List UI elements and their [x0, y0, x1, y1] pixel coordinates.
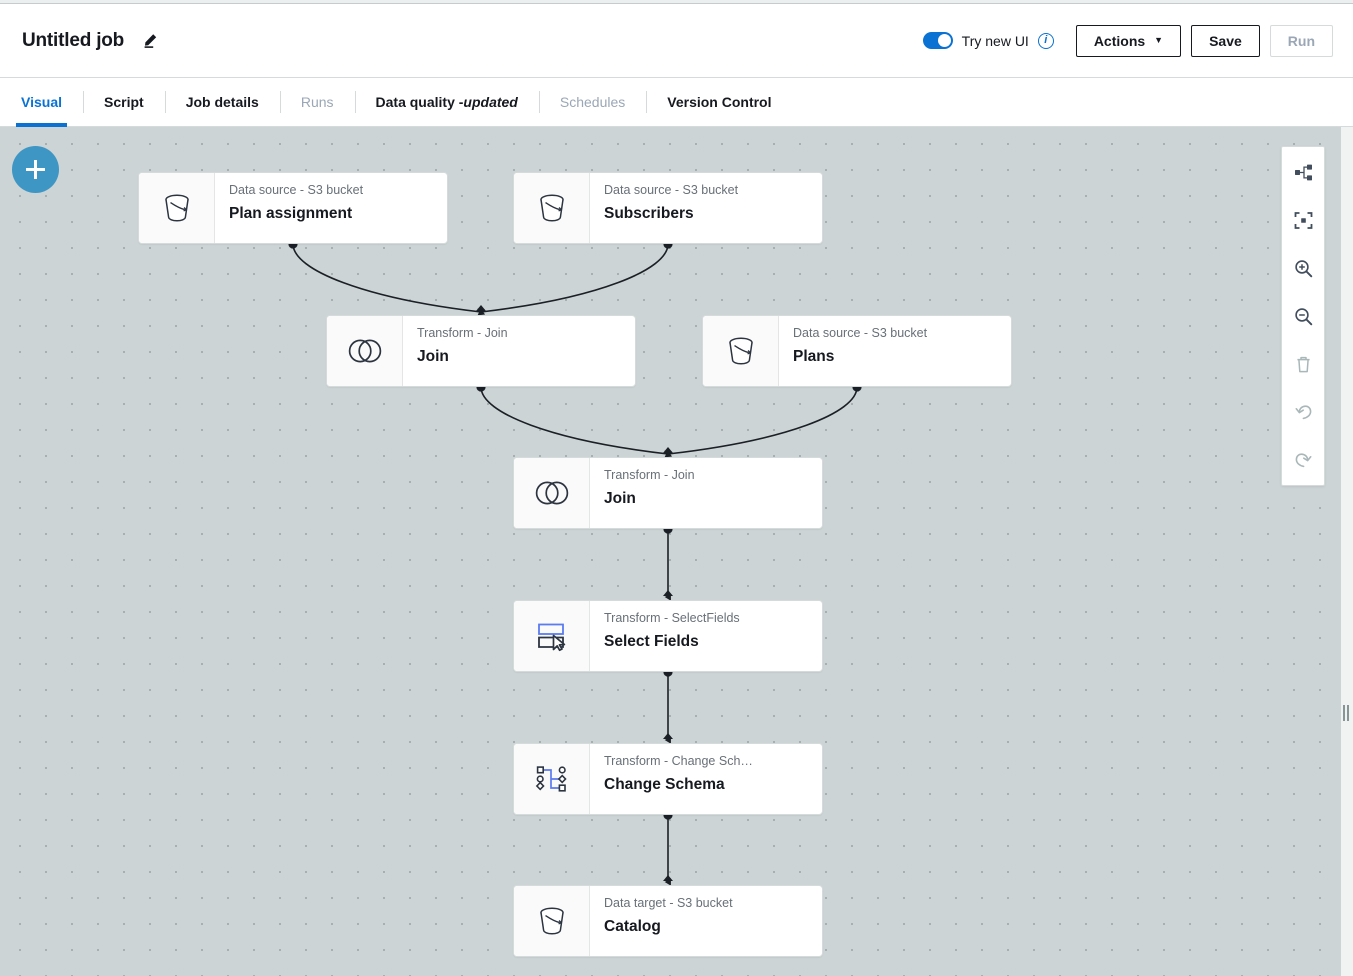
node-name-label: Plans: [793, 347, 835, 365]
s3-bucket-icon: [514, 886, 590, 956]
node-subscribers[interactable]: Data source - S3 bucket Subscribers: [513, 172, 823, 244]
join-venn-icon: [327, 316, 403, 386]
node-input-port[interactable]: [663, 590, 673, 596]
node-body: Data source - S3 bucket Plan assignment: [215, 173, 447, 243]
tab-visual[interactable]: Visual: [0, 78, 83, 127]
tab-label: Schedules: [559, 94, 626, 110]
try-new-ui-label: Try new UI: [961, 32, 1029, 49]
trash-icon: [1286, 347, 1320, 381]
node-body: Transform - SelectFields Select Fields: [590, 601, 822, 671]
actions-button[interactable]: Actions ▼: [1075, 24, 1182, 57]
node-input-port[interactable]: [663, 733, 673, 739]
node-body: Data target - S3 bucket Catalog: [590, 886, 822, 956]
tab-schedules: Schedules: [538, 78, 646, 126]
undo-icon: [1286, 395, 1320, 429]
node-type-label: Data source - S3 bucket: [793, 326, 928, 340]
node-name-label: Catalog: [604, 917, 661, 935]
edge-plan-assignment-to-join-1[interactable]: [292, 243, 486, 316]
node-name-label: Change Schema: [604, 775, 725, 793]
try-new-ui-group: Try new UI i: [922, 32, 1054, 49]
tab-bar: Visual Script Job details Runs Data quality …: [0, 78, 1353, 127]
node-type-label: Transform - SelectFields: [604, 611, 740, 625]
tab-label: Version Control: [667, 94, 772, 110]
tab-label: Job details: [185, 94, 259, 110]
top-bar: Untitled job Try new UI i Actions ▼ Save…: [0, 4, 1353, 78]
node-input-port[interactable]: [476, 305, 486, 311]
tab-label: Script: [104, 94, 144, 110]
tab-data-quality[interactable]: Data quality - updated: [354, 78, 539, 126]
save-button-label: Save: [1209, 32, 1242, 49]
zoom-out-icon[interactable]: [1286, 299, 1320, 333]
tab-version-control[interactable]: Version Control: [646, 78, 792, 126]
node-name-label: Join: [417, 347, 449, 365]
node-type-label: Transform - Join: [604, 468, 695, 482]
right-gutter: [1341, 127, 1353, 976]
node-type-label: Data source - S3 bucket: [229, 183, 364, 197]
run-button: Run: [1269, 24, 1333, 57]
try-new-ui-toggle[interactable]: [922, 32, 953, 49]
info-icon[interactable]: i: [1037, 32, 1054, 49]
join-venn-icon: [514, 458, 590, 528]
node-body: Data source - S3 bucket Plans: [779, 316, 1011, 386]
tab-script[interactable]: Script: [83, 78, 165, 126]
redo-icon: [1286, 443, 1320, 477]
node-body: Data source - S3 bucket Subscribers: [590, 173, 822, 243]
save-button[interactable]: Save: [1191, 24, 1260, 57]
node-input-port[interactable]: [663, 875, 673, 881]
top-bar-actions: Try new UI i Actions ▼ Save Run: [922, 24, 1353, 57]
node-plan-assignment[interactable]: Data source - S3 bucket Plan assignment: [138, 172, 448, 244]
node-select-fields[interactable]: Transform - SelectFields Select Fields: [513, 600, 823, 672]
node-join-1[interactable]: Transform - Join Join: [326, 315, 636, 387]
node-body: Transform - Change Sch… Change Schema: [590, 744, 822, 814]
tab-emphasis: updated: [463, 94, 518, 110]
tab-job-details[interactable]: Job details: [164, 78, 280, 126]
tab-label: Data quality -: [375, 94, 464, 110]
node-input-port[interactable]: [663, 447, 673, 453]
page-title: Untitled job: [22, 29, 125, 51]
tab-label: Visual: [21, 94, 62, 110]
node-type-label: Transform - Join: [417, 326, 508, 340]
node-type-label: Data target - S3 bucket: [604, 896, 733, 910]
s3-bucket-icon: [514, 173, 590, 243]
change-schema-icon: [514, 744, 590, 814]
chevron-down-icon: ▼: [1154, 35, 1164, 45]
node-plans[interactable]: Data source - S3 bucket Plans: [702, 315, 1012, 387]
node-body: Transform - Join Join: [590, 458, 822, 528]
add-node-button[interactable]: [12, 146, 59, 193]
edge-subscribers-to-join-1[interactable]: [477, 243, 669, 316]
edge-layer: [288, 239, 862, 886]
zoom-in-icon[interactable]: [1286, 251, 1320, 285]
node-name-label: Subscribers: [604, 204, 694, 222]
fit-to-screen-icon[interactable]: [1286, 203, 1320, 237]
tab-label: Runs: [300, 94, 334, 110]
s3-bucket-icon: [139, 173, 215, 243]
node-name-label: Join: [604, 489, 636, 507]
edge-join-1-to-join-2[interactable]: [480, 386, 673, 458]
node-catalog[interactable]: Data target - S3 bucket Catalog: [513, 885, 823, 957]
node-join-2[interactable]: Transform - Join Join: [513, 457, 823, 529]
node-name-label: Plan assignment: [229, 204, 353, 222]
node-body: Transform - Join Join: [403, 316, 635, 386]
select-fields-icon: [514, 601, 590, 671]
pencil-icon[interactable]: [140, 31, 160, 51]
edge-plans-to-join-2[interactable]: [664, 386, 858, 458]
actions-button-label: Actions: [1093, 32, 1146, 49]
window-top-strip: [0, 0, 1353, 4]
canvas-toolbar: [1281, 146, 1325, 486]
node-change-schema[interactable]: Transform - Change Sch… Change Schema: [513, 743, 823, 815]
s3-bucket-icon: [703, 316, 779, 386]
resize-handle-icon[interactable]: [1343, 705, 1350, 721]
run-button-label: Run: [1287, 32, 1315, 49]
visual-canvas[interactable]: Data source - S3 bucket Plan assignment …: [0, 127, 1341, 976]
node-type-label: Data source - S3 bucket: [604, 183, 739, 197]
auto-layout-icon[interactable]: [1286, 155, 1320, 189]
tab-runs: Runs: [279, 78, 355, 126]
node-name-label: Select Fields: [604, 632, 699, 650]
node-type-label: Transform - Change Sch…: [604, 754, 753, 768]
